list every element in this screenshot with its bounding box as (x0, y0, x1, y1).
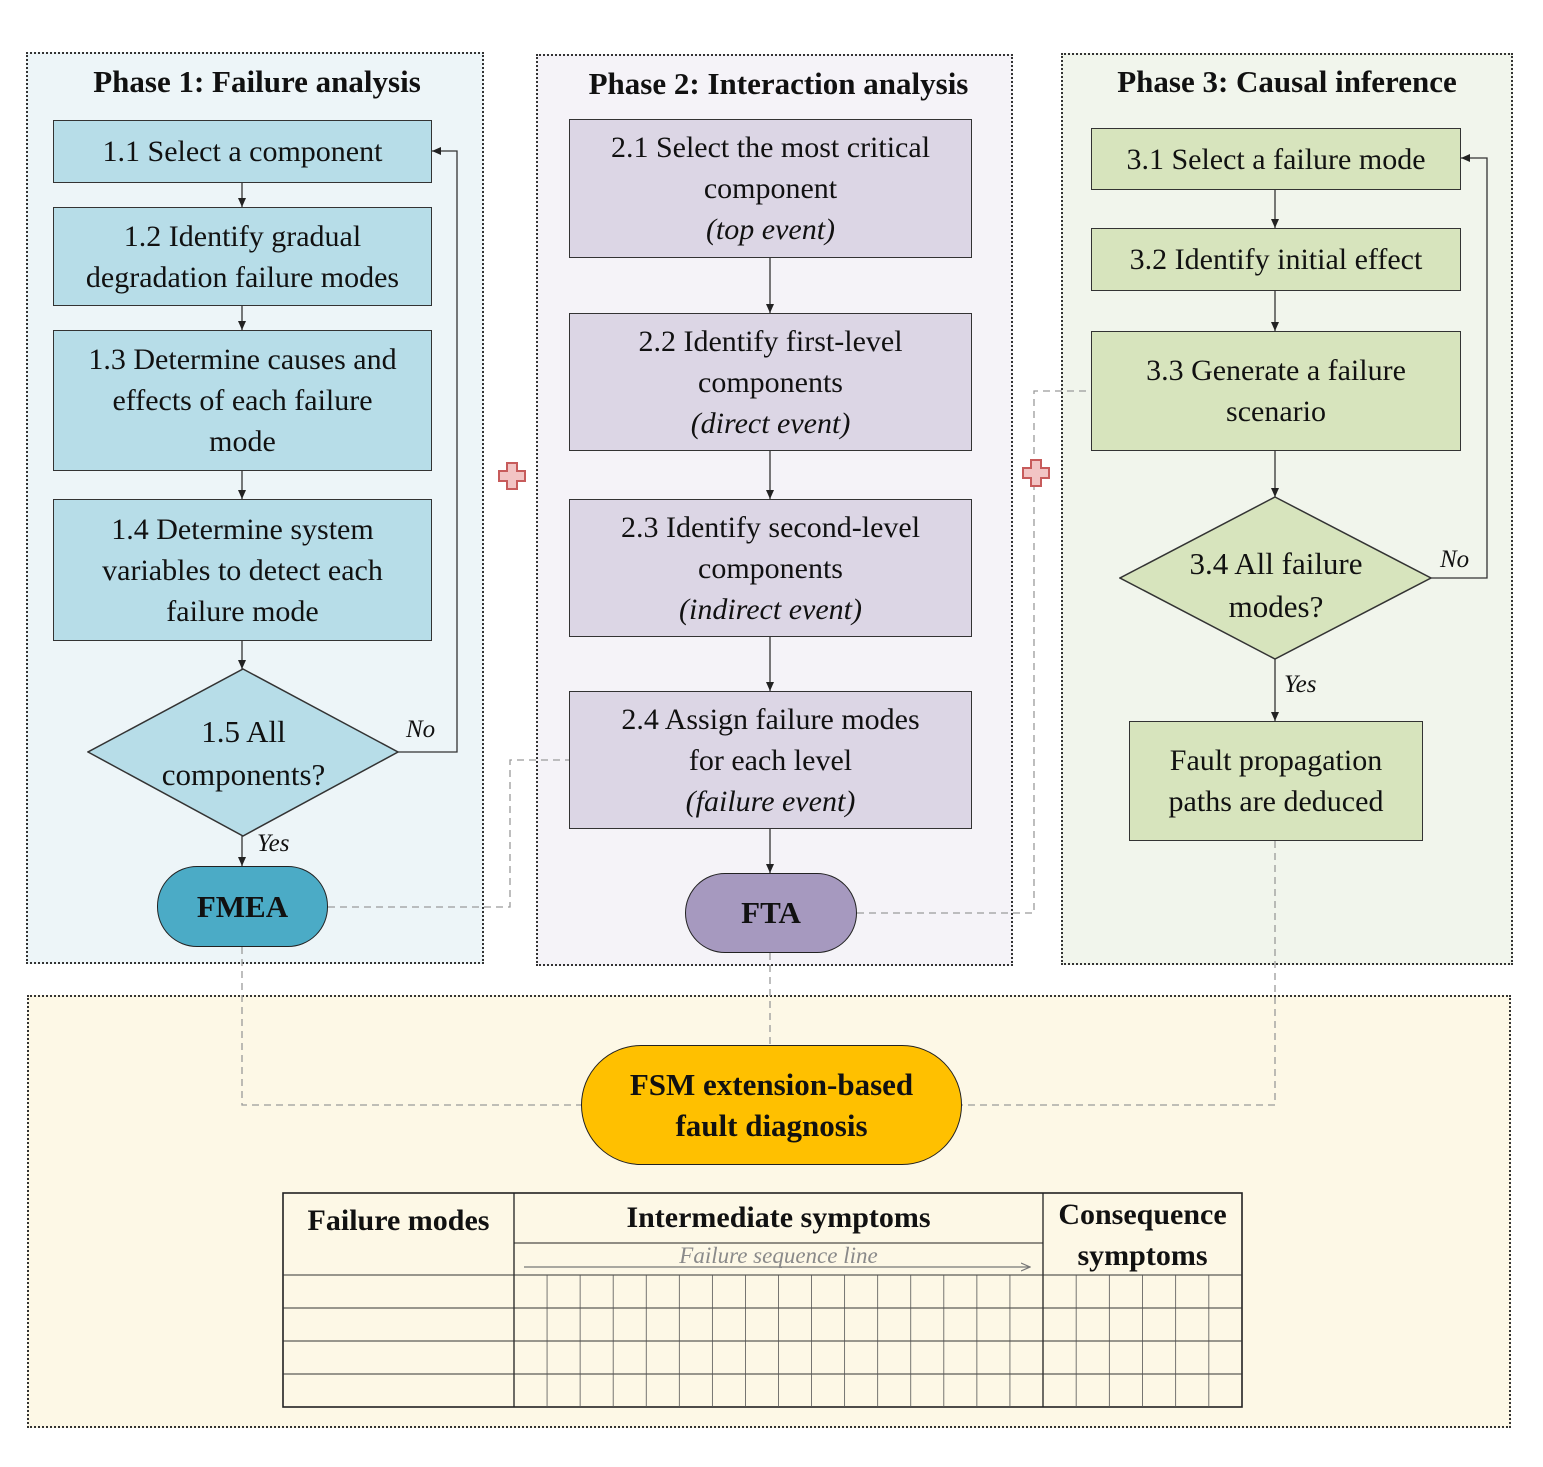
step-1-1-box: 1.1 Select a component (53, 120, 432, 183)
step-1-4-box: 1.4 Determine system variables to detect… (53, 499, 432, 641)
result-line: paths are deduced (1168, 785, 1384, 818)
phase-2-title: Phase 2: Interaction analysis (588, 66, 969, 101)
fsm-terminal: FSM extension-based fault diagnosis (581, 1045, 962, 1165)
intermediate-symptoms-header: Intermediate symptoms (626, 1201, 931, 1234)
step-2-3-event: (indirect event) (679, 592, 862, 626)
yes-label: Yes (1284, 671, 1317, 698)
step-2-1-line: component (703, 172, 838, 205)
fta-terminal: FTA (685, 873, 857, 953)
step-2-1-box: 2.1 Select the most critical component (… (569, 119, 972, 258)
step-3-3-line: scenario (1226, 395, 1326, 428)
fta-label: FTA (741, 895, 801, 930)
decision-3-4-text: 3.4 All failure modes? (1119, 542, 1433, 628)
step-1-2-box: 1.2 Identify gradual degradation failure… (53, 207, 432, 306)
failure-modes-header: Failure modes (307, 1204, 490, 1237)
step-3-1-text: 3.1 Select a failure mode (1126, 142, 1426, 176)
decision-3-4-line: modes? (1228, 589, 1324, 624)
yes-label: Yes (257, 830, 290, 857)
result-line: Fault propagation (1169, 744, 1383, 777)
step-1-3-line: effects of each failure (112, 384, 373, 417)
step-1-3-line: 1.3 Determine causes and (88, 343, 397, 376)
step-1-4-line: variables to detect each (102, 553, 383, 587)
phase-3-title: Phase 3: Causal inference (1117, 64, 1457, 99)
step-1-1-text: 1.1 Select a component (102, 135, 383, 168)
step-2-4-event: (failure event) (685, 784, 856, 818)
step-2-1-event: (top event) (705, 213, 836, 246)
step-1-4-line: 1.4 Determine system (111, 512, 374, 546)
step-3-2-text: 3.2 Identify initial effect (1129, 243, 1423, 276)
step-1-2-line: degradation failure modes (85, 260, 400, 294)
fmea-terminal: FMEA (157, 866, 328, 947)
consequence-line: symptoms (1077, 1239, 1208, 1272)
decision-3-4-line: 3.4 All failure (1189, 546, 1363, 581)
decision-3-4-diamond (1119, 496, 1433, 660)
step-1-3-box: 1.3 Determine causes and effects of each… (53, 330, 432, 471)
decision-1-5-diamond (87, 668, 400, 837)
failure-sequence-label: Failure sequence line (679, 1243, 878, 1268)
result-box: Fault propagation paths are deduced (1129, 721, 1423, 841)
step-2-3-box: 2.3 Identify second-level components (in… (569, 499, 972, 637)
phase-1-title: Phase 1: Failure analysis (93, 64, 421, 99)
fsm-title-line: fault diagnosis (675, 1108, 868, 1143)
step-3-3-line: 3.3 Generate a failure (1146, 354, 1406, 387)
no-label: No (1440, 546, 1470, 573)
decision-1-5-text: 1.5 All components? (87, 710, 400, 796)
consequence-line: Consequence (1058, 1198, 1227, 1231)
step-1-3-line: mode (209, 425, 276, 458)
fmea-label: FMEA (196, 888, 289, 924)
plus-icon (1022, 459, 1050, 487)
step-3-1-box: 3.1 Select a failure mode (1091, 128, 1461, 190)
step-2-2-line: 2.2 Identify first-level (638, 324, 903, 358)
step-2-4-line: 2.4 Assign failure modes (621, 702, 920, 736)
step-2-4-line: for each level (688, 743, 853, 777)
step-2-2-event: (direct event) (690, 406, 851, 440)
consequence-symptoms-header: Consequence symptoms (1043, 1194, 1242, 1276)
step-2-3-line: components (698, 551, 843, 585)
step-3-2-box: 3.2 Identify initial effect (1091, 228, 1461, 291)
step-2-3-line: 2.3 Identify second-level (620, 510, 921, 544)
step-2-1-line: 2.1 Select the most critical (610, 131, 931, 164)
step-2-4-box: 2.4 Assign failure modes for each level … (569, 691, 972, 829)
step-2-2-line: components (698, 365, 843, 399)
decision-1-5-line: 1.5 All (201, 714, 286, 749)
plus-icon (498, 462, 526, 490)
decision-1-5-line: components? (161, 757, 326, 792)
no-label: No (406, 716, 436, 743)
step-1-2-line: 1.2 Identify gradual (123, 219, 362, 253)
fsm-title-line: FSM extension-based (629, 1067, 914, 1102)
step-2-2-box: 2.2 Identify first-level components (dir… (569, 313, 972, 451)
step-3-3-box: 3.3 Generate a failure scenario (1091, 331, 1461, 451)
step-1-4-line: failure mode (166, 594, 319, 628)
